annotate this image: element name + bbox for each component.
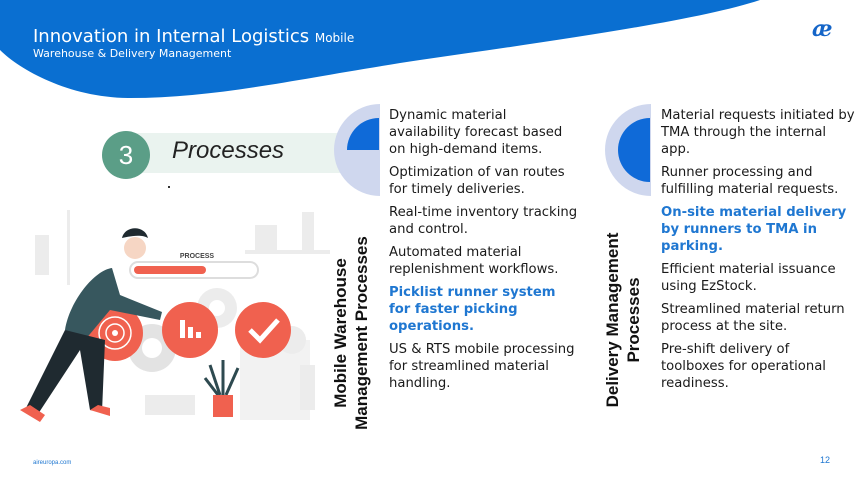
step-banner [118, 133, 348, 173]
section-1-title-line1: Mobile Warehouse [331, 258, 350, 408]
step-label: Processes [172, 137, 285, 164]
process-item: Pre-shift delivery of toolboxes for oper… [661, 342, 826, 391]
section-1-title-line2: Management Processes [352, 236, 371, 430]
title-suffix: Mobile [314, 31, 355, 45]
progress-fill [134, 266, 206, 274]
page-number: 12 [820, 455, 831, 465]
step-number-badge: 3 [102, 131, 150, 179]
section-1-items: Dynamic material availability forecast b… [389, 107, 579, 398]
title-main: Innovation in Internal Logistics [33, 26, 310, 47]
process-item: Automated material replenishment workflo… [389, 245, 559, 277]
process-item: On-site material delivery by runners to … [661, 205, 847, 254]
process-item: US & RTS mobile processing for streamlin… [389, 342, 575, 391]
process-item: Streamlined material return process at t… [661, 302, 845, 334]
checkmark-gear-icon [235, 302, 291, 358]
section-2-title-line2: Processes [624, 277, 643, 363]
process-item: Runner processing and fulfilling materia… [661, 165, 839, 197]
section-2-title: Delivery Management Processes [602, 200, 644, 440]
airline-logo: æ [812, 16, 832, 42]
slide-subtitle: Warehouse & Delivery Management [33, 47, 232, 60]
progress-label: PROCESS [180, 253, 215, 260]
section-1-title: Mobile Warehouse Management Processes [330, 204, 372, 462]
process-item: Real-time inventory tracking and control… [389, 205, 578, 237]
section-2-items: Material requests initiated by TMA throu… [661, 107, 856, 398]
section-2-title-line1: Delivery Management [603, 232, 622, 408]
process-illustration: PROCESS [20, 210, 330, 422]
person-figure [20, 228, 162, 422]
chart-gear-icon [162, 302, 218, 358]
section-1-quarter-circle-icon [334, 104, 380, 196]
section-2-half-circle-icon [605, 104, 651, 196]
header-banner [0, 0, 760, 98]
footer-url[interactable]: aireuropa.com [33, 460, 72, 466]
process-item: Picklist runner system for faster pickin… [389, 285, 556, 334]
slide-title: Innovation in Internal Logistics Mobile [33, 26, 354, 49]
process-item: Material requests initiated by TMA throu… [661, 108, 855, 157]
process-item: Dynamic material availability forecast b… [389, 108, 563, 157]
process-item: Efficient material issuance using EzStoc… [661, 262, 836, 294]
gray-gear-icon [128, 288, 306, 372]
plant-icon [203, 360, 240, 417]
bullet-dot [168, 186, 170, 188]
process-item: Optimization of van routes for timely de… [389, 165, 565, 197]
